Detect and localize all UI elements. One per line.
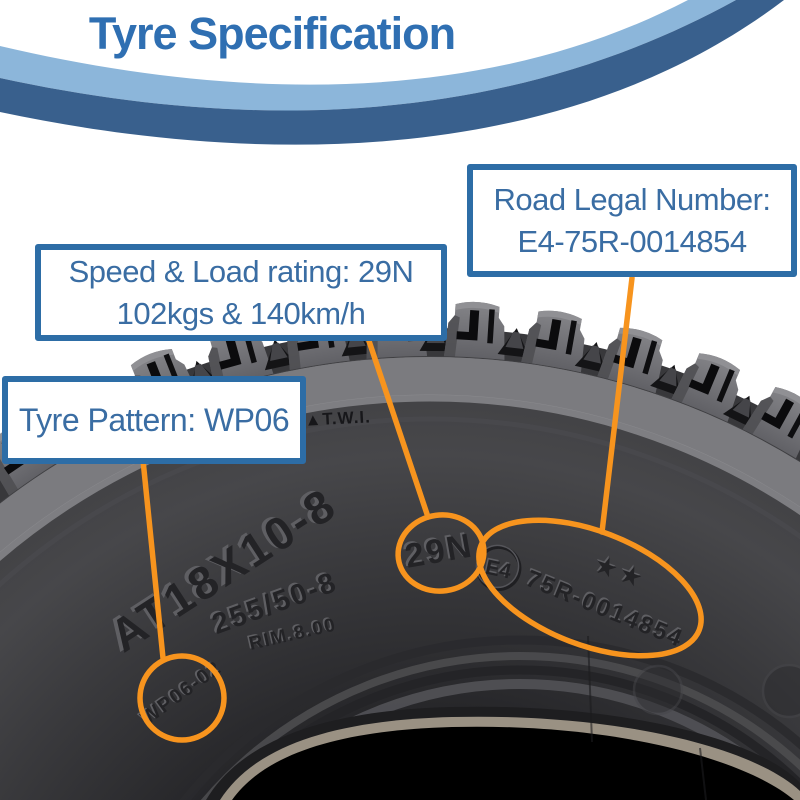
header-swoosh [0,0,784,145]
tyre-pattern-line1: Tyre Pattern: WP06 [18,402,290,438]
tyre-body [0,299,800,800]
speed-callout-circle [395,512,487,594]
mold-mark [761,663,800,719]
road-legal-callout-ellipse [476,517,704,659]
road-legal-line1: Road Legal Number: [493,181,771,217]
pattern-callout-line [140,457,166,661]
road-legal-callout-line [599,275,635,535]
page-title: Tyre Specification [88,8,456,59]
speed-callout-line [365,335,431,520]
speed-load-callout-box: Speed & Load rating: 29N 102kgs & 140km/… [35,244,447,341]
tyre-pattern-callout-box: Tyre Pattern: WP06 [2,376,306,464]
pattern-callout-circle [137,653,227,743]
callout-annotations [137,275,704,743]
road-legal-line2: E4-75R-0014854 [517,223,747,259]
road-legal-callout-box: Road Legal Number: E4-75R-0014854 [467,164,797,277]
marking-twi: ▲T.W.I. [304,407,371,429]
svg-text:▲T.W.I.: ▲T.W.I. [304,407,371,429]
speed-load-line1: Speed & Load rating: 29N [68,253,414,289]
mold-mark [632,664,684,716]
speed-load-line2: 102kgs & 140km/h [116,295,366,331]
